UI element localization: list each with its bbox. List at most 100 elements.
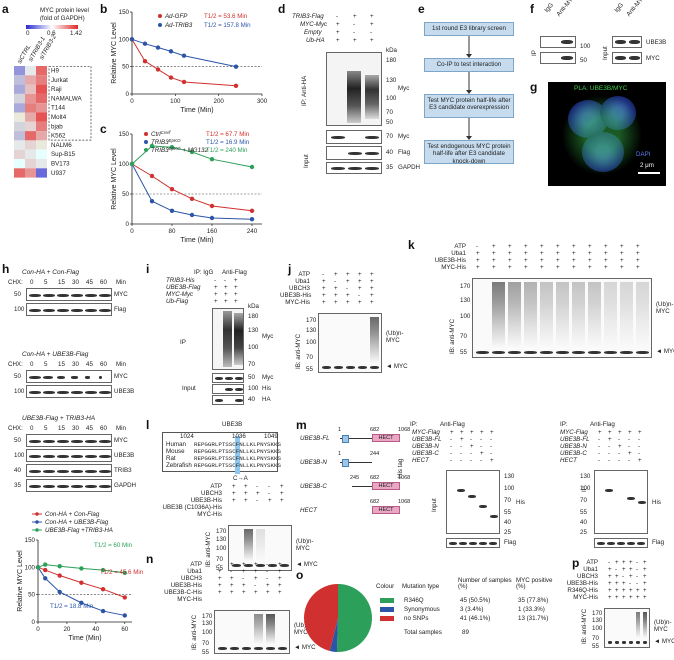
m-sign-2: - (608, 450, 611, 457)
p-mw: 130 (592, 617, 603, 624)
legend-marker (144, 132, 148, 136)
pie-slice (304, 584, 338, 651)
a-row-label: Sup-B15 (51, 151, 76, 158)
m-sign-2: + (618, 443, 622, 450)
h-band (85, 391, 97, 394)
l-seq: REPGGRLPTSSCFNLLKLPNYSKKS (194, 462, 281, 469)
h-band (57, 294, 69, 297)
p-sign: + (608, 580, 612, 587)
ytick-label: 0 (32, 619, 36, 626)
d-sign: + (336, 29, 340, 36)
m-sign: + (470, 429, 474, 436)
h-band (43, 376, 54, 379)
f-ip-label: IP (531, 50, 538, 56)
l-mw: 70 (216, 556, 223, 564)
h-blot-strip (26, 370, 112, 383)
legend-label: Con-HA + UBE3B-Flag (45, 519, 109, 526)
data-point (181, 53, 187, 58)
series-line (131, 145, 253, 168)
h-time: 30 (72, 361, 79, 368)
k-band (492, 351, 505, 354)
a-cell (25, 149, 36, 159)
l-sign: + (256, 490, 260, 497)
m-band (627, 542, 635, 545)
j-sign: - (358, 292, 361, 299)
half-life-label: T1/2 = 18.8 Min (50, 603, 94, 610)
m-row-label: HECT (412, 457, 429, 464)
m-sign: + (490, 457, 494, 464)
data-point (149, 143, 155, 149)
panel-k-label: k (408, 238, 415, 252)
o-n: 3 (3.4%) (460, 606, 484, 613)
p-sign: + (608, 566, 612, 573)
a-cell (36, 84, 47, 94)
data-point (57, 564, 62, 569)
legend-marker (35, 520, 39, 524)
xlabel: Time (Min) (68, 635, 101, 642)
panel-f-label: f (530, 2, 534, 16)
l-myc: ◄ MYC (296, 561, 318, 568)
m-ip-label: IP: (410, 421, 418, 428)
h-band (29, 309, 41, 312)
h-time: 60 (100, 361, 107, 368)
l-title: UBE3B (222, 421, 243, 428)
xtick-label: 100 (170, 98, 181, 105)
half-life-label: T1/2 = 45.6 Min (100, 569, 144, 576)
h-blot-strip (26, 288, 112, 301)
h-label: Flag (114, 306, 127, 313)
legend-label: Ad-GFP (164, 13, 188, 20)
m-sign: - (490, 443, 493, 450)
series-line (131, 39, 237, 87)
p-band (615, 641, 619, 644)
xtick-label: 0 (130, 228, 134, 235)
m-row-label-2: UBE3B-FL (560, 436, 590, 443)
m-ip-side: IP (581, 486, 588, 492)
series-line (131, 163, 253, 220)
l-sign: + (280, 483, 284, 490)
p-sign: - (629, 580, 632, 587)
j-sign: + (358, 285, 362, 292)
k-band (556, 351, 569, 354)
i-sign: + (214, 291, 218, 298)
m-row-label: MYC-Flag (412, 429, 440, 436)
k-band (524, 351, 537, 354)
h-band (57, 391, 69, 394)
i-sign: + (224, 284, 228, 291)
panel-n-label: n (146, 552, 154, 566)
j-sign: + (322, 292, 326, 299)
o-swatch (380, 598, 394, 603)
m-construct-pos: 682 (370, 475, 380, 481)
k-sign: + (524, 243, 528, 250)
m-sign-2: - (598, 436, 601, 443)
p-band (643, 641, 647, 644)
data-point (233, 64, 239, 69)
k-sign: + (556, 250, 560, 257)
data-point (79, 600, 84, 606)
n-row-label: MYC-His (177, 596, 202, 603)
k-row-label: MYC-His (441, 264, 466, 271)
h-band (29, 440, 41, 443)
f-in-myc (612, 52, 642, 64)
m-lab-his: His (516, 499, 525, 506)
data-point (122, 570, 127, 575)
l-mw: 130 (216, 535, 227, 543)
k-sign: + (636, 250, 640, 257)
p-myc: ◄ MYC (654, 638, 674, 645)
m-sign: - (470, 450, 473, 457)
g-scale-bar (638, 172, 660, 174)
m-lab-flag: Flag (504, 539, 517, 546)
m-sign-2: + (628, 429, 632, 436)
a-cell (14, 112, 25, 122)
l-sign: - (268, 483, 271, 490)
k-smear (508, 282, 521, 348)
j-row-label: UBE3B-His (280, 292, 312, 299)
k-sign: + (588, 243, 592, 250)
m-ip-blot (594, 470, 648, 534)
m-sign-2: + (638, 457, 642, 464)
j-sign: + (346, 271, 350, 278)
a-row-label: U937 (51, 170, 66, 177)
n-row-label: UBCH3 (181, 575, 202, 582)
data-point (181, 79, 187, 85)
p-sign: + (643, 566, 647, 573)
